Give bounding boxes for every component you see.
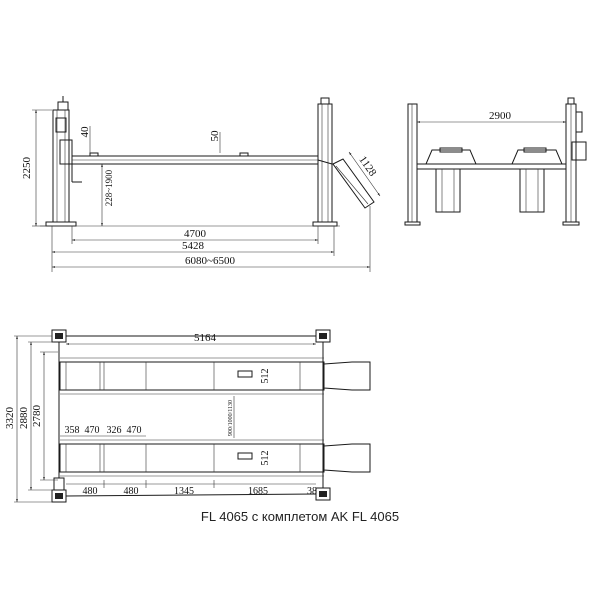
dim-40-label: 40	[79, 126, 91, 138]
dim-358-label: 358	[65, 425, 80, 436]
dim-470a-label: 470	[85, 425, 100, 436]
top-view: 5164 3320 2880 2780 358 470 326	[4, 329, 371, 503]
dim-480a-label: 480	[83, 486, 98, 497]
dim-2780-label: 2780	[31, 405, 43, 428]
dim-50-label: 50	[209, 130, 221, 142]
dim-1345-label: 1345	[174, 486, 194, 497]
dim-228-1900: 228~1900	[101, 164, 114, 226]
dim-5428-label: 5428	[182, 240, 205, 252]
dim-5428: 5428	[51, 226, 335, 272]
left-column	[45, 96, 77, 227]
dim-2900: 2900	[417, 110, 566, 123]
dim-3320: 3320	[4, 335, 52, 503]
dim-4700-label: 4700	[184, 228, 207, 240]
dim-228-1900-label: 228~1900	[104, 169, 114, 206]
dim-1685-label: 1685	[248, 486, 268, 497]
dims-gap-row: 358 470 326 470	[60, 425, 146, 437]
front-right-column	[562, 97, 587, 226]
figure-caption: FL 4065 с комплетом AK FL 4065	[200, 509, 400, 524]
dim-40: 40	[79, 126, 91, 153]
dim-50: 50	[209, 130, 221, 153]
dim-6080-6500: 6080~6500	[52, 206, 371, 272]
dim-5164-label: 5164	[194, 332, 217, 344]
dim-3320-label: 3320	[4, 407, 16, 430]
dim-6080-6500-label: 6080~6500	[185, 255, 235, 267]
side-view: 2250 40 50 228~1900 1128 4700	[21, 96, 381, 272]
dim-2780: 2780	[31, 351, 58, 481]
upper-runway	[59, 361, 371, 391]
dim-4700: 4700	[71, 226, 319, 244]
dim-2880: 2880	[18, 341, 54, 491]
dim-2250: 2250	[21, 109, 52, 227]
dim-480b-label: 480	[124, 486, 139, 497]
dims-bottom-row: 480 480 1345 1685 38	[66, 480, 317, 497]
lower-runway	[59, 443, 371, 473]
dim-38-label: 38	[307, 486, 317, 497]
dim-512a-label: 512	[260, 369, 271, 384]
dim-900-1000-1130-label: 900/1000/1130	[228, 400, 234, 436]
dim-2880-label: 2880	[18, 407, 30, 430]
dim-900-1000-1130: 900/1000/1130	[228, 396, 235, 438]
dim-5164: 5164	[66, 332, 316, 345]
dim-326-label: 326	[107, 425, 122, 436]
front-right-runway	[511, 147, 563, 213]
front-left-runway	[425, 147, 477, 213]
dim-2900-label: 2900	[489, 110, 512, 122]
dim-470b-label: 470	[127, 425, 142, 436]
front-view: 2900	[404, 97, 587, 226]
dim-2250-label: 2250	[21, 157, 33, 180]
dim-1128-label: 1128	[356, 154, 379, 179]
dim-512b-label: 512	[260, 451, 271, 466]
